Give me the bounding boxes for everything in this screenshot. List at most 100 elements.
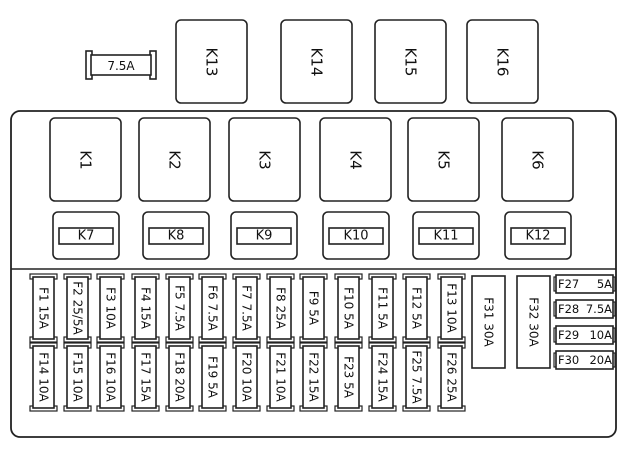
fuse-label: F4 15A: [139, 287, 153, 330]
relay-k5: K5: [407, 117, 480, 202]
fuse-label: F11 5A: [376, 287, 390, 330]
fuse-f20: F20 10A: [232, 342, 261, 412]
fuse-label: F25 7.5A: [410, 350, 424, 404]
relay-label: K6: [529, 150, 547, 169]
fuse-rating: 5A: [597, 277, 612, 291]
fuse-label: F16 10A: [104, 352, 118, 402]
fuse-label: F20 10A: [240, 352, 254, 402]
relay-k8: K8: [142, 211, 210, 260]
fuse-label: F13 10A: [445, 283, 459, 333]
relay-label: K14: [308, 48, 326, 77]
loose-fuse-label: 7.5A: [107, 59, 135, 73]
fuse-label: F17 15A: [139, 352, 153, 402]
fuse-f27: F27 5A: [553, 274, 616, 294]
loose-fuse: 7.5A: [85, 50, 157, 80]
fuse-f26: F26 25A: [437, 342, 466, 412]
relay-label: K11: [433, 229, 458, 244]
fuse-f13: F13 10A: [437, 273, 466, 343]
fuse-f25: F25 7.5A: [402, 342, 431, 412]
fuse-label: F22 15A: [307, 352, 321, 402]
fuse-f6: F6 7.5A: [198, 273, 227, 343]
fuse-f23: F23 5A: [334, 342, 363, 412]
fuse-f2: F2 25/5A: [63, 273, 92, 343]
relay-label: K13: [203, 48, 221, 77]
relay-k9: K9: [230, 211, 298, 260]
fuse-f18: F18 20A: [165, 342, 194, 412]
relay-k11: K11: [412, 211, 480, 260]
fuse-label: F15 10A: [71, 352, 85, 402]
relay-k3: K3: [228, 117, 301, 202]
relay-k4: K4: [319, 117, 392, 202]
fuse-id: F28: [558, 302, 579, 316]
relay-label: K9: [256, 229, 273, 244]
fuse-f12: F12 5A: [402, 273, 431, 343]
fuse-f10: F10 5A: [334, 273, 363, 343]
fuse-rating: 10A: [589, 328, 612, 342]
relay-label: K7: [78, 229, 95, 244]
relay-k13: K13: [175, 19, 248, 104]
fuse-f4: F4 15A: [131, 273, 160, 343]
fuse-id: F27: [558, 277, 579, 291]
fuse-label: F19 5A: [206, 356, 220, 399]
fuse-id: F30: [558, 353, 579, 367]
fuse-label: F10 5A: [342, 287, 356, 330]
fuse-label: F14 10A: [37, 352, 51, 402]
fuse-label: F6 7.5A: [206, 285, 220, 331]
fuse-f7: F7 7.5A: [232, 273, 261, 343]
fuse-f9: F9 5A: [299, 273, 328, 343]
fuse-label: F26 25A: [445, 352, 459, 402]
relay-k12: K12: [504, 211, 572, 260]
relay-label: K16: [494, 48, 512, 77]
fuse-f15: F15 10A: [63, 342, 92, 412]
fuse-label: F7 7.5A: [240, 285, 254, 331]
fuse-label: F1 15A: [37, 287, 51, 330]
maxi-fuse-f31: F31 30A: [471, 275, 506, 369]
fuse-f1: F1 15A: [29, 273, 58, 343]
relay-k15: K15: [374, 19, 447, 104]
relay-label: K8: [168, 229, 185, 244]
fuse-f3: F3 10A: [96, 273, 125, 343]
relay-label: K3: [256, 150, 274, 169]
fuse-label: F8 25A: [274, 287, 288, 330]
relay-k7: K7: [52, 211, 120, 260]
relay-k6: K6: [501, 117, 574, 202]
fuse-f24: F24 15A: [368, 342, 397, 412]
fuse-label: F23 5A: [342, 356, 356, 399]
relay-label: K10: [343, 229, 368, 244]
fuse-label: F12 5A: [410, 287, 424, 330]
fuse-f30: F30 20A: [553, 350, 616, 370]
maxi-fuse-f32: F32 30A: [516, 275, 551, 369]
relay-label: K2: [166, 150, 184, 169]
fuse-label: F5 7.5A: [173, 285, 187, 331]
fuse-label: F31 30A: [482, 297, 496, 347]
relay-label: K5: [435, 150, 453, 169]
relay-k1: K1: [49, 117, 122, 202]
relay-k10: K10: [322, 211, 390, 260]
relay-k16: K16: [466, 19, 539, 104]
fuse-id: F29: [558, 328, 579, 342]
fuse-f28: F28 7.5A: [553, 299, 616, 319]
fuse-f17: F17 15A: [131, 342, 160, 412]
relay-k14: K14: [280, 19, 353, 104]
fuse-rating: 7.5A: [586, 302, 612, 316]
relay-label: K12: [525, 229, 550, 244]
fuse-f8: F8 25A: [266, 273, 295, 343]
fuse-f14: F14 10A: [29, 342, 58, 412]
fuse-label: F21 10A: [274, 352, 288, 402]
fuse-f16: F16 10A: [96, 342, 125, 412]
fuse-label: F3 10A: [104, 287, 118, 330]
fuse-label: F2 25/5A: [71, 281, 85, 335]
fuse-label: F9 5A: [307, 291, 321, 326]
fuse-f5: F5 7.5A: [165, 273, 194, 343]
fuse-f22: F22 15A: [299, 342, 328, 412]
fuse-label: F32 30A: [527, 297, 541, 347]
fuse-f21: F21 10A: [266, 342, 295, 412]
fuse-f29: F29 10A: [553, 325, 616, 345]
fuse-rating: 20A: [589, 353, 612, 367]
fuse-f19: F19 5A: [198, 342, 227, 412]
fuse-label: F18 20A: [173, 352, 187, 402]
fuse-label: F24 15A: [376, 352, 390, 402]
relay-label: K4: [347, 150, 365, 169]
fuse-f11: F11 5A: [368, 273, 397, 343]
